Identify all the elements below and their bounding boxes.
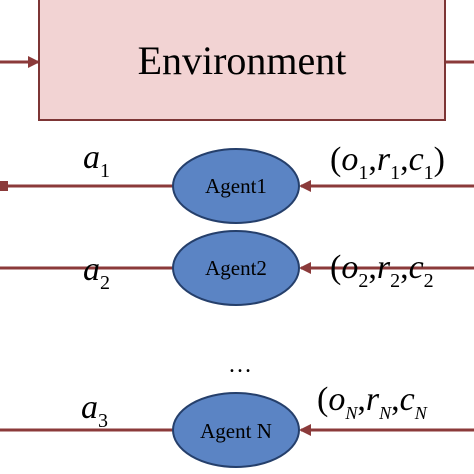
agent1-node — [172, 148, 300, 224]
environment-label: Environment — [138, 38, 347, 83]
environment-box — [38, 0, 446, 121]
agent1-action-label: a1 — [83, 139, 110, 182]
agentn-observation-label: (oN,rN,cN — [317, 381, 428, 423]
agentn-label: Agent N — [200, 419, 272, 443]
agent2-observation-label: (o2,r2,c2 — [330, 249, 434, 292]
agentn-node — [172, 392, 300, 468]
agent1-observation-label: (o1,r1,c1) — [330, 141, 445, 184]
agent2-node — [172, 230, 300, 306]
agent2-label: Agent2 — [205, 256, 267, 280]
agent1-action-arrowhead — [0, 181, 8, 191]
ellipsis: … — [228, 352, 252, 378]
agent1-label: Agent1 — [205, 174, 267, 198]
agent2-action-label: a2 — [83, 251, 110, 294]
agentn-action-label: a3 — [81, 389, 108, 432]
